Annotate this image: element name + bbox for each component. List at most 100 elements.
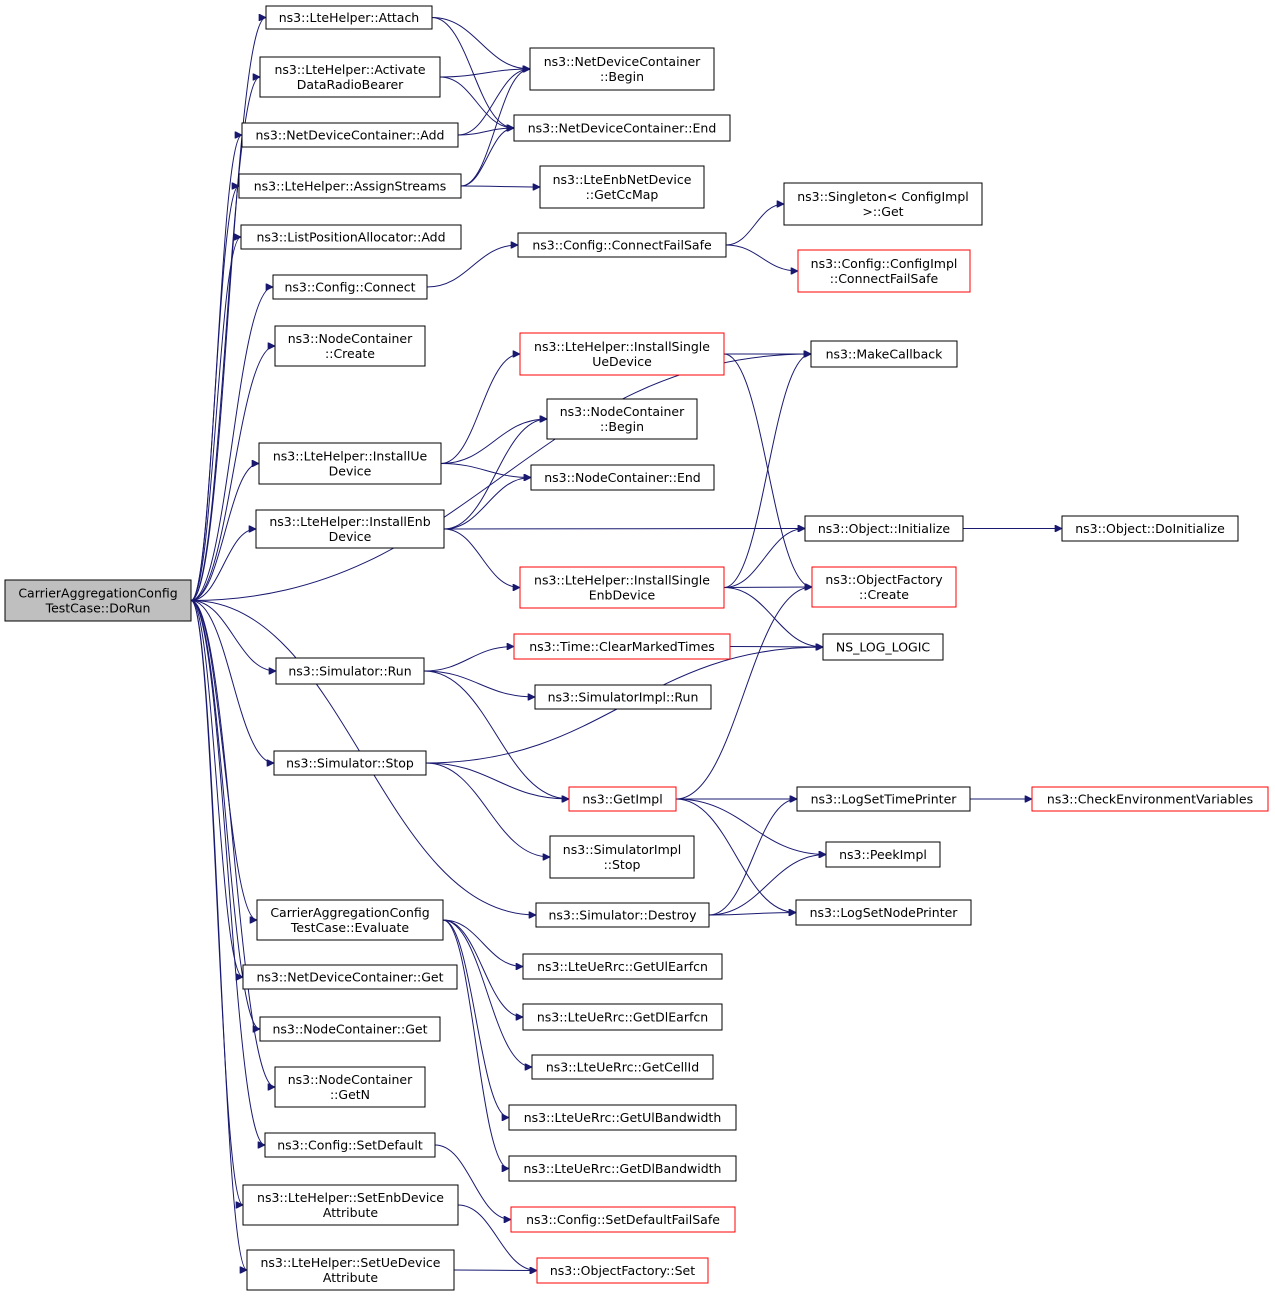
node-nc-end[interactable]: ns3::NodeContainer::End (530, 464, 715, 491)
node-label: ns3::LteHelper::InstallSingle (534, 573, 710, 588)
node-label: ns3::LteUeRrc::GetUlEarfcn (537, 959, 708, 974)
node-label: ns3::LteUeRrc::GetDlEarfcn (537, 1010, 708, 1025)
node-simimpl-run[interactable]: ns3::SimulatorImpl::Run (534, 684, 712, 710)
node-lpa-add[interactable]: ns3::ListPositionAllocator::Add (240, 224, 462, 250)
edge-root-to-set_ue_attr (190, 600, 247, 1271)
node-attach[interactable]: ns3::LteHelper::Attach (265, 5, 433, 30)
node-configimpl-cfs[interactable]: ns3::Config::ConfigImpl::ConnectFailSafe (797, 249, 971, 293)
node-sim-stop[interactable]: ns3::Simulator::Stop (273, 750, 427, 776)
node-ndc-end[interactable]: ns3::NetDeviceContainer::End (513, 114, 731, 142)
node-make-callback[interactable]: ns3::MakeCallback (810, 340, 958, 368)
edge-install_enb-to-nc_begin (443, 419, 547, 530)
node-get-ul-earfcn[interactable]: ns3::LteUeRrc::GetUlEarfcn (522, 953, 723, 980)
node-label: ns3::LteHelper::InstallEnb (269, 514, 430, 529)
node-of-create[interactable]: ns3::ObjectFactory::Create (811, 566, 957, 608)
node-get-ccmap[interactable]: ns3::LteEnbNetDevice::GetCcMap (539, 165, 705, 209)
edge-install_single_enb-to-of_create (723, 587, 812, 588)
edge-ndc_add-to-ndc_begin (457, 69, 530, 136)
node-ndc-get[interactable]: ns3::NetDeviceContainer::Get (242, 964, 458, 990)
node-log-node-printer[interactable]: ns3::LogSetNodePrinter (795, 899, 972, 926)
node-nc-create[interactable]: ns3::NodeContainer::Create (274, 325, 426, 367)
node-box (795, 899, 972, 926)
edge-attach-to-ndc_end (431, 17, 514, 129)
node-label: UeDevice (592, 354, 652, 369)
node-label: ns3::LteUeRrc::GetCellId (546, 1060, 699, 1075)
node-ns-log-logic[interactable]: NS_LOG_LOGIC (822, 633, 944, 661)
node-label: ns3::SimulatorImpl (563, 842, 681, 857)
node-obj-init[interactable]: ns3::Object::Initialize (804, 515, 964, 542)
node-sim-destroy[interactable]: ns3::Simulator::Destroy (535, 902, 710, 928)
node-singleton-get[interactable]: ns3::Singleton< ConfigImpl>::Get (783, 182, 983, 226)
edge-install_enb-to-nc_end (443, 478, 531, 530)
node-peekimpl[interactable]: ns3::PeekImpl (825, 841, 941, 868)
node-get-dl-bw[interactable]: ns3::LteUeRrc::GetDlBandwidth (508, 1155, 737, 1182)
node-label: ::ConnectFailSafe (830, 271, 939, 286)
edge-getimpl-to-log_node_printer (675, 798, 796, 913)
node-of-set[interactable]: ns3::ObjectFactory::Set (536, 1257, 709, 1284)
node-box (259, 56, 441, 98)
edge-evaluate-to-get_dl_bw (442, 919, 509, 1169)
edge-activate-to-ndc_end (439, 76, 514, 128)
edge-sim_destroy-to-log_node_printer (708, 913, 796, 916)
node-label: ::Create (325, 346, 375, 361)
node-nc-getn[interactable]: ns3::NodeContainer::GetN (274, 1066, 426, 1108)
node-ndc-add[interactable]: ns3::NetDeviceContainer::Add (241, 122, 459, 148)
edge-sim_run-to-getimpl (423, 670, 569, 799)
node-set-default-fs[interactable]: ns3::Config::SetDefaultFailSafe (510, 1206, 736, 1233)
node-label: ns3::LogSetNodePrinter (810, 905, 959, 920)
node-label: ::GetN (330, 1087, 370, 1102)
node-assign[interactable]: ns3::LteHelper::AssignStreams (238, 173, 462, 199)
edge-root-to-set_default (190, 600, 265, 1146)
node-get-ul-bw[interactable]: ns3::LteUeRrc::GetUlBandwidth (508, 1104, 737, 1131)
node-label: ns3::GetImpl (582, 792, 662, 807)
node-log-time-printer[interactable]: ns3::LogSetTimePrinter (796, 786, 971, 812)
node-box (535, 902, 710, 928)
node-label: ns3::Config::ConfigImpl (811, 256, 958, 271)
node-box (810, 340, 958, 368)
node-obj-doinit[interactable]: ns3::Object::DoInitialize (1061, 515, 1239, 542)
edge-root-to-activate (190, 77, 260, 601)
node-clear-marked[interactable]: ns3::Time::ClearMarkedTimes (513, 633, 731, 660)
node-getimpl[interactable]: ns3::GetImpl (568, 786, 677, 812)
node-evaluate[interactable]: CarrierAggregationConfigTestCase::Evalua… (256, 899, 444, 941)
node-set-default[interactable]: ns3::Config::SetDefault (264, 1132, 436, 1158)
node-box (804, 515, 964, 542)
node-label: Device (329, 529, 372, 544)
node-label: ns3::Time::ClearMarkedTimes (529, 639, 715, 654)
node-connect-fs[interactable]: ns3::Config::ConnectFailSafe (517, 232, 727, 258)
node-box (534, 684, 712, 710)
node-connect[interactable]: ns3::Config::Connect (272, 274, 428, 300)
node-label: ns3::NodeContainer (288, 331, 413, 346)
node-simimpl-stop[interactable]: ns3::SimulatorImpl::Stop (549, 835, 695, 879)
node-nc-begin[interactable]: ns3::NodeContainer::Begin (546, 398, 698, 440)
node-box (519, 566, 725, 609)
node-nc-get[interactable]: ns3::NodeContainer::Get (259, 1016, 441, 1042)
node-box (273, 750, 427, 776)
edge-install_ue-to-nc_end (440, 463, 531, 478)
edge-connect-to-connect_fs (426, 245, 518, 288)
node-label: Attribute (323, 1205, 379, 1220)
node-get-cellid[interactable]: ns3::LteUeRrc::GetCellId (531, 1054, 714, 1080)
node-label: ns3::NetDeviceContainer::End (528, 121, 717, 136)
node-box (4, 579, 192, 622)
node-sim-run[interactable]: ns3::Simulator::Run (275, 657, 425, 685)
node-label: ns3::LteUeRrc::GetUlBandwidth (524, 1110, 722, 1125)
node-label: ns3::Simulator::Destroy (549, 908, 698, 923)
node-get-dl-earfcn[interactable]: ns3::LteUeRrc::GetDlEarfcn (522, 1003, 723, 1031)
node-ndc-begin[interactable]: ns3::NetDeviceContainer::Begin (529, 47, 715, 91)
node-label: ::Stop (604, 857, 641, 872)
edge-root-to-nc_getn (190, 600, 275, 1088)
node-check-env[interactable]: ns3::CheckEnvironmentVariables (1031, 786, 1269, 812)
node-box (238, 173, 462, 199)
node-label: ns3::Simulator::Run (288, 664, 411, 679)
node-box (272, 274, 428, 300)
node-box (246, 1249, 455, 1291)
